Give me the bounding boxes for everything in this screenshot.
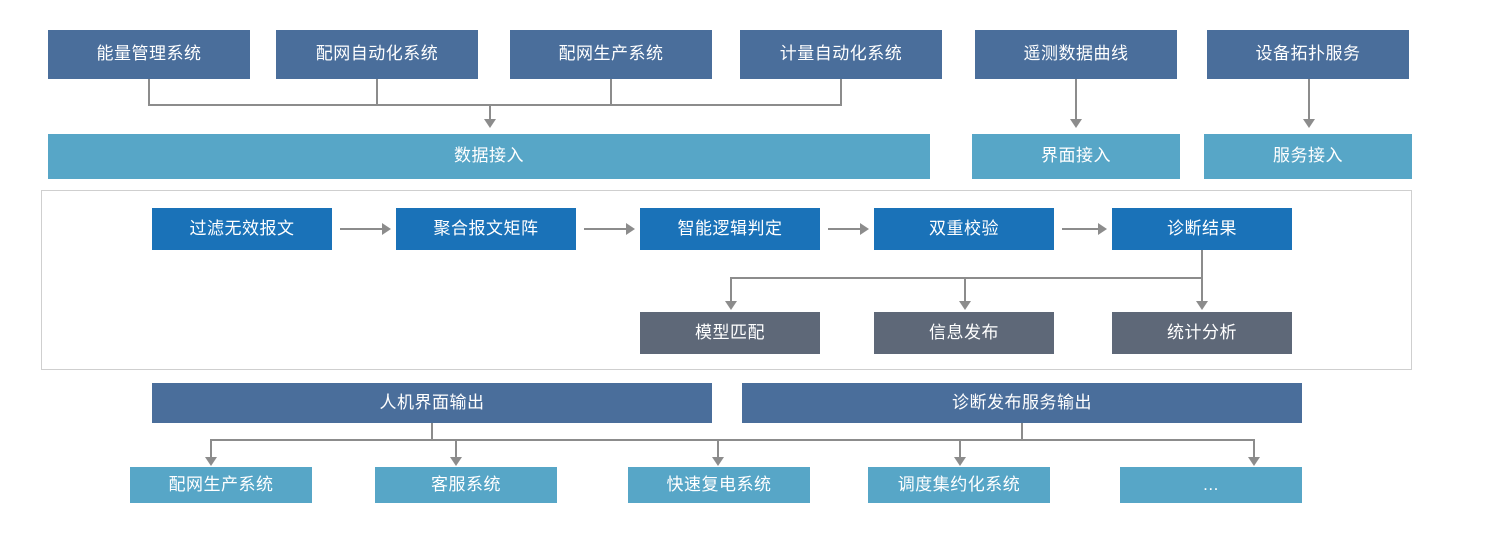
source-box-label: 能量管理系统 [96, 44, 202, 64]
arrow-right-icon [860, 223, 869, 235]
connector-bus [730, 277, 1202, 279]
source-box-label: 配网自动化系统 [315, 44, 439, 64]
consumer-box-label: ... [1203, 474, 1219, 494]
pipeline-box-label: 过滤无效报文 [189, 218, 295, 238]
pipeline-box-double-verification[interactable]: 双重校验 [874, 208, 1054, 250]
connector-line [1201, 277, 1203, 303]
analytics-box-label: 统计分析 [1167, 322, 1237, 342]
connector-line [584, 228, 626, 230]
consumer-box-customer-service[interactable]: 客服系统 [375, 467, 557, 503]
connector-bus [717, 439, 1254, 441]
source-box-distribution-automation[interactable]: 配网自动化系统 [276, 30, 478, 79]
source-box-device-topology-service[interactable]: 设备拓扑服务 [1207, 30, 1409, 79]
pipeline-box-filter-invalid-messages[interactable]: 过滤无效报文 [152, 208, 332, 250]
arrow-down-icon [954, 457, 966, 466]
arrow-down-icon [484, 119, 496, 128]
connector-bus [148, 104, 842, 106]
pipeline-box-label: 智能逻辑判定 [677, 218, 783, 238]
consumer-box-label: 快速复电系统 [666, 474, 772, 494]
analytics-box-label: 模型匹配 [695, 322, 765, 342]
source-box-label: 遥测数据曲线 [1023, 44, 1129, 64]
pipeline-box-intelligent-logic-decision[interactable]: 智能逻辑判定 [640, 208, 820, 250]
analytics-box-information-publishing[interactable]: 信息发布 [874, 312, 1054, 354]
connector-line [1201, 250, 1203, 278]
pipeline-box-label: 聚合报文矩阵 [433, 218, 539, 238]
output-bar-diagnosis-publishing-service[interactable]: 诊断发布服务输出 [742, 383, 1302, 423]
source-box-label: 设备拓扑服务 [1255, 44, 1361, 64]
output-bar-label: 诊断发布服务输出 [952, 392, 1092, 412]
connector-line [730, 277, 732, 303]
access-bar-label: 数据接入 [454, 146, 524, 166]
pipeline-box-aggregate-message-matrix[interactable]: 聚合报文矩阵 [396, 208, 576, 250]
arrow-down-icon [1248, 457, 1260, 466]
source-box-distribution-production[interactable]: 配网生产系统 [510, 30, 712, 79]
connector-line [148, 79, 150, 105]
analytics-box-statistical-analysis[interactable]: 统计分析 [1112, 312, 1292, 354]
consumer-box-distribution-production[interactable]: 配网生产系统 [130, 467, 312, 503]
arrow-down-icon [1303, 119, 1315, 128]
connector-line [489, 104, 491, 121]
connector-line [964, 277, 966, 303]
consumer-box-label: 调度集约化系统 [897, 474, 1021, 494]
consumer-box-dispatch-intensive[interactable]: 调度集约化系统 [868, 467, 1050, 503]
analytics-box-label: 信息发布 [929, 322, 999, 342]
analytics-box-model-matching[interactable]: 模型匹配 [640, 312, 820, 354]
connector-line [455, 439, 457, 459]
consumer-box-rapid-power-restoration[interactable]: 快速复电系统 [628, 467, 810, 503]
pipeline-box-label: 诊断结果 [1167, 218, 1237, 238]
connector-line [717, 439, 719, 459]
access-bar-interface[interactable]: 界面接入 [972, 134, 1180, 179]
arrow-down-icon [959, 301, 971, 310]
connector-line [210, 439, 212, 459]
connector-bus [210, 439, 718, 441]
source-box-telemetry-curve[interactable]: 遥测数据曲线 [975, 30, 1177, 79]
source-box-label: 计量自动化系统 [779, 44, 903, 64]
connector-line [959, 439, 961, 459]
connector-line [376, 79, 378, 105]
arrow-down-icon [205, 457, 217, 466]
consumer-box-label: 客服系统 [431, 474, 501, 494]
connector-line [1062, 228, 1098, 230]
access-bar-service[interactable]: 服务接入 [1204, 134, 1412, 179]
output-bar-label: 人机界面输出 [379, 392, 485, 412]
connector-line [610, 79, 612, 105]
source-box-metering-automation[interactable]: 计量自动化系统 [740, 30, 942, 79]
source-box-energy-management[interactable]: 能量管理系统 [48, 30, 250, 79]
connector-line [840, 79, 842, 105]
arrow-down-icon [725, 301, 737, 310]
connector-line [1021, 423, 1023, 440]
consumer-box-label: 配网生产系统 [168, 474, 274, 494]
arrow-down-icon [1196, 301, 1208, 310]
arrow-down-icon [450, 457, 462, 466]
connector-line [828, 228, 860, 230]
consumer-box-more[interactable]: ... [1120, 467, 1302, 503]
arrow-down-icon [712, 457, 724, 466]
pipeline-box-diagnosis-result[interactable]: 诊断结果 [1112, 208, 1292, 250]
arrow-right-icon [382, 223, 391, 235]
source-box-label: 配网生产系统 [558, 44, 664, 64]
pipeline-box-label: 双重校验 [929, 218, 999, 238]
output-bar-hmi[interactable]: 人机界面输出 [152, 383, 712, 423]
connector-line [1308, 79, 1310, 121]
arrow-right-icon [1098, 223, 1107, 235]
connector-line [1075, 79, 1077, 121]
connector-line [431, 423, 433, 440]
access-bar-data[interactable]: 数据接入 [48, 134, 930, 179]
arrow-right-icon [626, 223, 635, 235]
processing-panel [41, 190, 1412, 370]
arrow-down-icon [1070, 119, 1082, 128]
access-bar-label: 服务接入 [1273, 146, 1343, 166]
connector-line [1253, 439, 1255, 459]
connector-line [340, 228, 382, 230]
access-bar-label: 界面接入 [1041, 146, 1111, 166]
